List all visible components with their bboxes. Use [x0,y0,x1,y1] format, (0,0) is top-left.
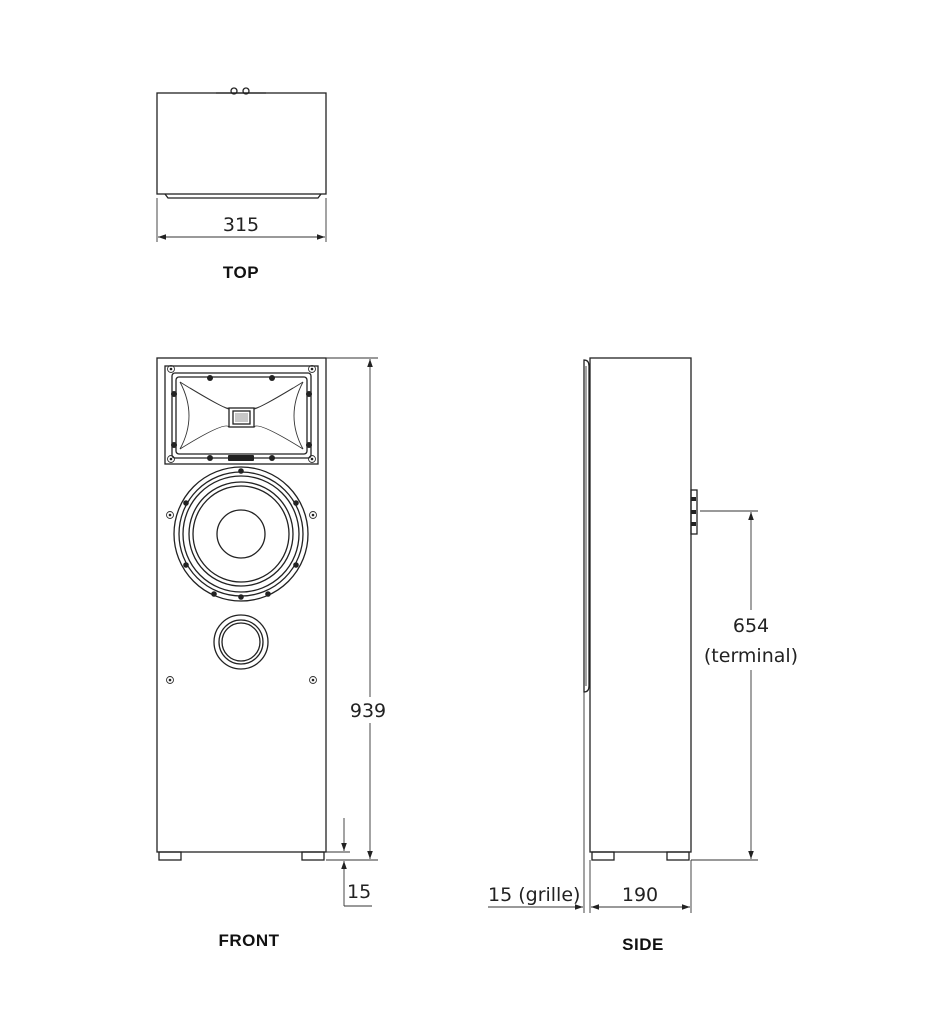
top-width-dimension-value: 315 [223,214,259,236]
side-view: 654 (terminal) 190 15 (grille) SIDE [488,357,798,954]
bass-reflex-port [213,614,269,670]
top-view: 315 TOP [156,87,327,282]
front-right-foot [301,851,325,861]
side-rear-foot [666,851,690,861]
top-view-cabinet [156,92,327,195]
side-depth-dimension-value: 190 [622,884,658,906]
front-view-cabinet [156,357,327,853]
side-terminal-dimension-note: (terminal) [704,645,798,667]
side-terminal-dimension-value: 654 [733,615,769,637]
side-view-cabinet [589,357,692,853]
front-view-label: FRONT [218,931,279,950]
top-view-label: TOP [223,263,259,282]
front-left-foot [158,851,182,861]
brand-badge [228,455,254,461]
front-view: 939 15 FRONT [156,357,392,950]
front-feet-dimension-value: 15 [347,881,371,903]
side-terminal [690,489,698,535]
side-view-label: SIDE [622,935,664,954]
woofer-driver [166,466,317,602]
side-front-foot [591,851,615,861]
horn-throat [228,407,255,428]
woofer-dust-cap [216,509,266,559]
front-height-dimension-value: 939 [350,700,386,722]
top-view-grille-edge [164,193,322,199]
top-view-terminals [216,87,266,95]
side-grille-dimension-value: 15 (grille) [488,884,580,906]
horn-tweeter-panel [164,365,319,465]
side-grille [583,359,590,693]
